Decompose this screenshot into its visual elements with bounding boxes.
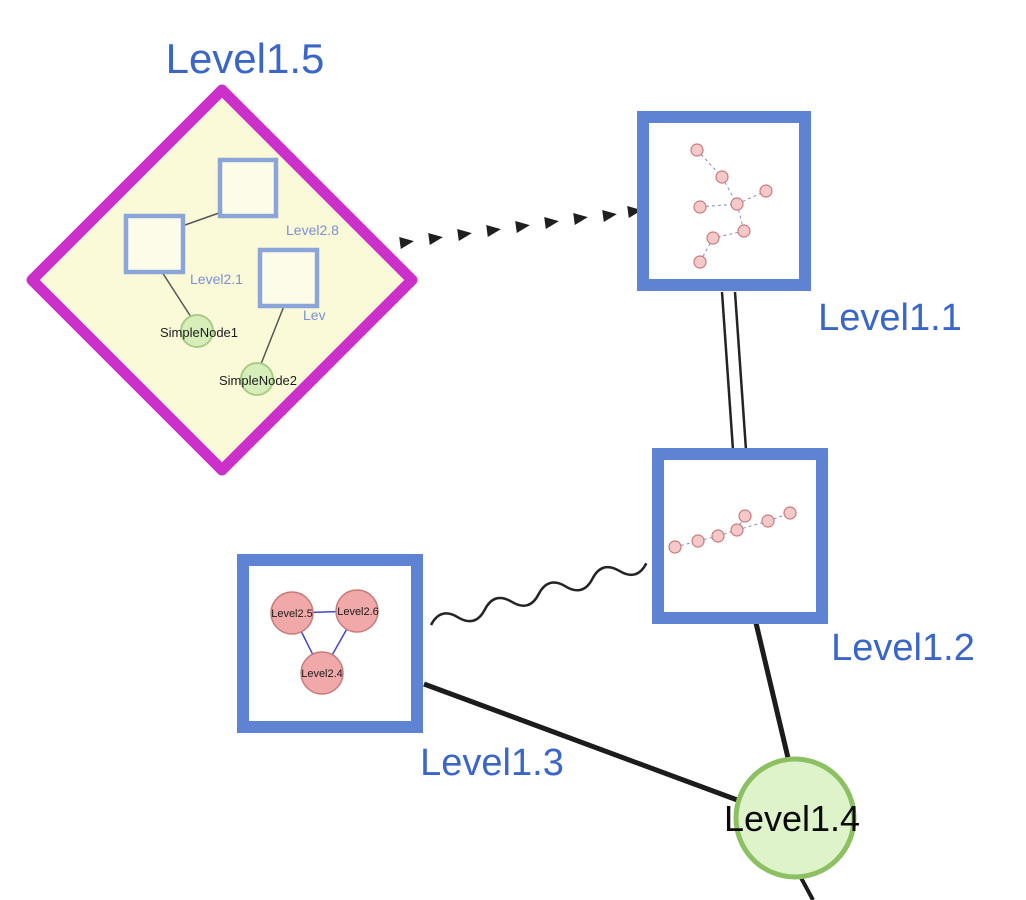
label-level21: Level2.1 [190, 271, 243, 287]
edge-level21-simplenode1[interactable] [161, 271, 192, 318]
node-level28-square[interactable] [217, 157, 279, 219]
mini-node[interactable] [759, 184, 773, 198]
label-level28: Level2.8 [286, 222, 339, 238]
mini-node[interactable] [730, 197, 744, 211]
label-simplenode1: SimpleNode1 [160, 325, 238, 340]
mini-node[interactable] [691, 534, 705, 548]
label-level13: Level1.3 [420, 742, 564, 784]
node-level24[interactable] [300, 651, 344, 695]
node-level11[interactable] [637, 111, 811, 291]
mini-node[interactable] [730, 523, 744, 537]
node-level21-square[interactable] [123, 213, 186, 275]
mini-node[interactable] [711, 529, 725, 543]
node-lev-square[interactable] [257, 247, 320, 309]
mini-node[interactable] [693, 255, 707, 269]
label-level12: Level1.2 [831, 627, 975, 669]
label-level14: Level1.4 [724, 798, 860, 839]
node-level26[interactable] [335, 589, 379, 633]
node-simplenode1[interactable] [180, 314, 214, 348]
mini-node[interactable] [693, 200, 707, 214]
edge-level13-level12[interactable] [429, 556, 648, 632]
edge-level28-level21[interactable] [184, 212, 220, 226]
node-level25[interactable] [270, 591, 314, 635]
label-level15: Level1.5 [166, 35, 325, 82]
edge-level15-level11-dashed-arrows[interactable] [399, 204, 643, 249]
label-level25: Level2.5 [271, 608, 313, 620]
mini-node[interactable] [783, 506, 797, 520]
edge-lev-simplenode2[interactable] [260, 305, 285, 365]
edge-level12-level14[interactable] [753, 622, 792, 763]
mini-node[interactable] [706, 231, 720, 245]
mini-node[interactable] [761, 514, 775, 528]
label-lev-truncated: Lev [303, 307, 326, 323]
label-simplenode2: SimpleNode2 [219, 373, 297, 388]
mini-node[interactable] [690, 143, 704, 157]
mini-node[interactable] [715, 170, 729, 184]
node-level12[interactable] [652, 448, 828, 624]
label-level26: Level2.6 [337, 606, 379, 618]
edge-level13-level14[interactable] [423, 681, 741, 804]
mini-node[interactable] [738, 509, 752, 523]
node-level13[interactable]: Level2.5 Level2.6 Level2.4 [237, 554, 423, 733]
node-level15-group[interactable]: Level2.8 Level2.1 Lev SimpleNode1 Simple… [26, 84, 418, 476]
label-level11: Level1.1 [818, 297, 962, 339]
node-level14[interactable] [733, 756, 857, 880]
label-level24: Level2.4 [301, 668, 343, 680]
mini-node[interactable] [737, 224, 751, 238]
mini-node[interactable] [668, 540, 682, 554]
edge-level11-level12[interactable] [720, 291, 748, 451]
node-simplenode2[interactable] [240, 362, 274, 396]
